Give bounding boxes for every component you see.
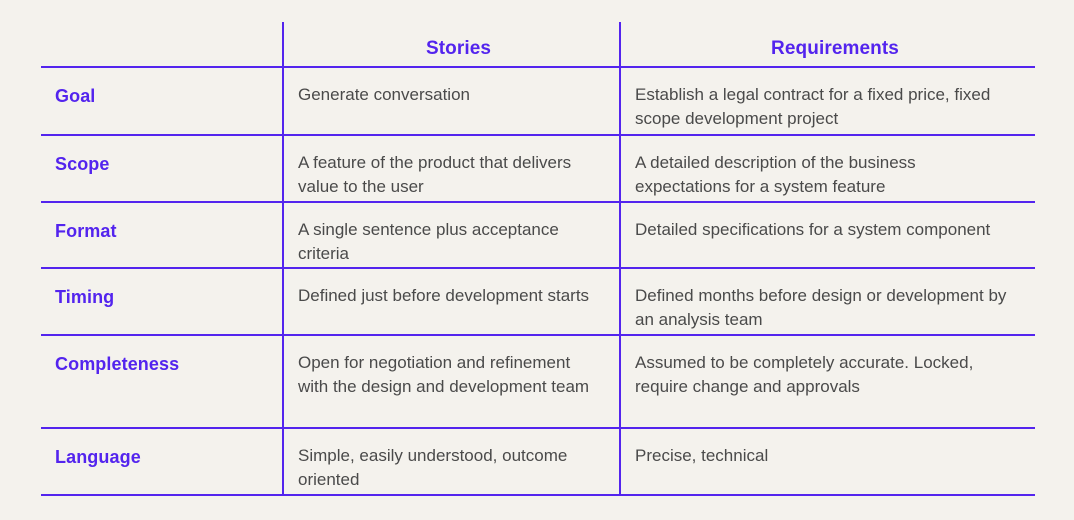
column-header-requirements-text: Requirements [771, 38, 899, 59]
row-label-text: Language [55, 447, 141, 467]
row-label-text: Format [55, 221, 117, 241]
header-row: Stories Requirements [41, 22, 1035, 68]
row-label-text: Scope [55, 154, 110, 174]
cell-completeness-stories: Open for negotiation and refinement with… [282, 335, 620, 429]
cell-goal-requirements: Establish a legal contract for a fixed p… [619, 67, 1035, 136]
row-label-language: Language [41, 428, 283, 496]
table-header: Stories Requirements [41, 22, 1035, 68]
table-body: Goal Generate conversation Establish a l… [41, 67, 1035, 496]
cell-text: Precise, technical [635, 446, 769, 465]
row-label-goal: Goal [41, 67, 283, 136]
cell-text: A single sentence plus acceptance criter… [298, 220, 559, 263]
cell-text: Generate conversation [298, 85, 470, 104]
cell-goal-stories: Generate conversation [282, 67, 620, 136]
cell-text: Defined months before design or developm… [635, 286, 1007, 329]
cell-timing-requirements: Defined months before design or developm… [619, 268, 1035, 336]
column-header-requirements: Requirements [619, 22, 1035, 68]
stories-vs-requirements-table: Stories Requirements Goal Generate conve… [41, 22, 1035, 496]
cell-timing-stories: Defined just before development starts [282, 268, 620, 336]
cell-format-stories: A single sentence plus acceptance criter… [282, 202, 620, 269]
cell-completeness-requirements: Assumed to be completely accurate. Locke… [619, 335, 1035, 429]
table-row: Language Simple, easily understood, outc… [41, 428, 1035, 496]
cell-text: Assumed to be completely accurate. Locke… [635, 353, 974, 396]
row-label-text: Goal [55, 86, 96, 106]
cell-scope-requirements: A detailed description of the business e… [619, 135, 1035, 203]
row-label-scope: Scope [41, 135, 283, 203]
cell-text: Detailed specifications for a system com… [635, 220, 991, 239]
column-header-stories: Stories [282, 22, 620, 68]
row-label-text: Completeness [55, 354, 180, 374]
cell-format-requirements: Detailed specifications for a system com… [619, 202, 1035, 269]
row-label-completeness: Completeness [41, 335, 283, 429]
table-row: Format A single sentence plus acceptance… [41, 202, 1035, 269]
column-header-label [41, 22, 283, 68]
cell-scope-stories: A feature of the product that delivers v… [282, 135, 620, 203]
row-label-text: Timing [55, 287, 115, 307]
table-row: Completeness Open for negotiation and re… [41, 335, 1035, 429]
row-label-timing: Timing [41, 268, 283, 336]
table-row: Scope A feature of the product that deli… [41, 135, 1035, 203]
cell-language-requirements: Precise, technical [619, 428, 1035, 496]
table-row: Timing Defined just before development s… [41, 268, 1035, 336]
table-row: Goal Generate conversation Establish a l… [41, 67, 1035, 136]
cell-text: Open for negotiation and refinement with… [298, 353, 590, 396]
row-label-format: Format [41, 202, 283, 269]
cell-text: A detailed description of the business e… [635, 153, 916, 196]
cell-language-stories: Simple, easily understood, outcome orien… [282, 428, 620, 496]
cell-text: Establish a legal contract for a fixed p… [635, 85, 991, 128]
cell-text: Simple, easily understood, outcome orien… [298, 446, 568, 489]
cell-text: A feature of the product that delivers v… [298, 153, 572, 196]
cell-text: Defined just before development starts [298, 286, 590, 305]
column-header-stories-text: Stories [425, 38, 492, 59]
